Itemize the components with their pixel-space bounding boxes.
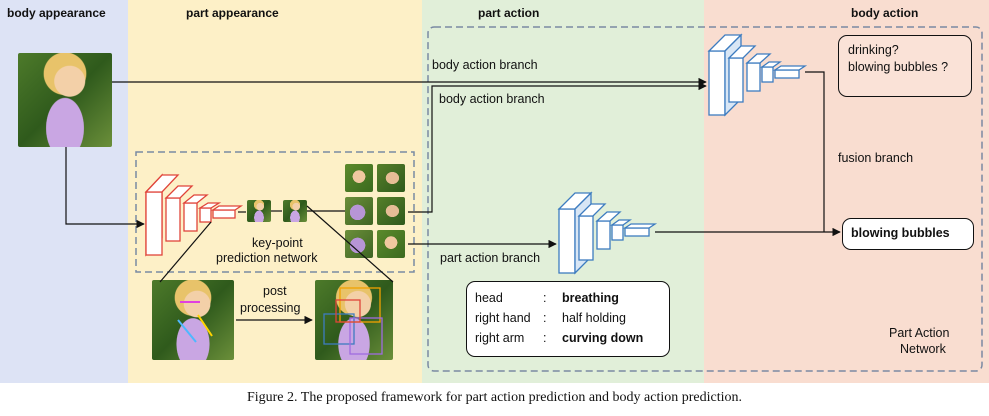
question-line-2: blowing bubbles ?: [848, 60, 949, 74]
fusion-branch-label: fusion branch: [838, 151, 914, 165]
part-patch-head: [345, 164, 373, 192]
keypoint-network-label-2: prediction network: [216, 251, 318, 265]
part-action-title: part action: [478, 6, 540, 20]
part-name-right-hand: right hand: [475, 311, 531, 325]
figure-caption: Figure 2. The proposed framework for par…: [246, 390, 743, 405]
blue-cnn-stack-part-icon: [557, 191, 658, 275]
part-patch-hand: [377, 197, 405, 225]
post-processing-label-2: processing: [240, 301, 301, 315]
blue-cnn-stack-body-icon: [707, 33, 808, 117]
keypoint-image: [152, 280, 234, 360]
red-cnn-stack-icon: [144, 173, 244, 257]
keypoint-network-label-1: key-point: [252, 236, 303, 250]
question-line-1: drinking?: [848, 43, 899, 57]
part-patch-face: [377, 164, 405, 192]
part-patch-elbow: [377, 230, 405, 258]
body-action-title: body action: [851, 6, 919, 20]
part-action-right-hand: half holding: [562, 311, 626, 325]
heatmap-thumb-2: [283, 200, 307, 222]
part-name-right-arm: right arm: [475, 331, 525, 345]
part-boxes: [323, 287, 383, 355]
body-action-branch-label-2: body action branch: [439, 92, 545, 106]
post-processing-label-1: post: [263, 284, 287, 298]
heatmap-thumb-1: [247, 200, 271, 222]
part-patch-arm: [345, 197, 373, 225]
part-sep-right-arm: :: [543, 331, 547, 345]
input-image: [18, 53, 112, 147]
part-action-branch-label: part action branch: [440, 251, 541, 265]
part-name-head: head: [475, 291, 503, 305]
body-action-branch-label-1: body action branch: [432, 58, 538, 72]
body-appearance-title: body appearance: [7, 6, 106, 20]
part-appearance-title: part appearance: [186, 6, 279, 20]
part-sep-head: :: [543, 291, 547, 305]
part-action-network-label-1: Part Action: [889, 326, 950, 340]
part-action-network-frame: [427, 26, 983, 372]
part-action-right-arm: curving down: [562, 331, 644, 345]
part-action-network-label-2: Network: [900, 342, 946, 356]
part-action-box: head : breathing right hand : half holdi…: [466, 281, 670, 357]
keypoint-network-frame: [135, 151, 415, 273]
result-label: blowing bubbles: [851, 226, 950, 240]
result-box: blowing bubbles: [842, 218, 974, 250]
keypoint-marks: [177, 301, 213, 343]
question-box: drinking? blowing bubbles ?: [838, 35, 972, 97]
diagram-graphics: [65, 26, 983, 372]
part-action-head: breathing: [562, 291, 619, 305]
part-sep-right-hand: :: [543, 311, 547, 325]
